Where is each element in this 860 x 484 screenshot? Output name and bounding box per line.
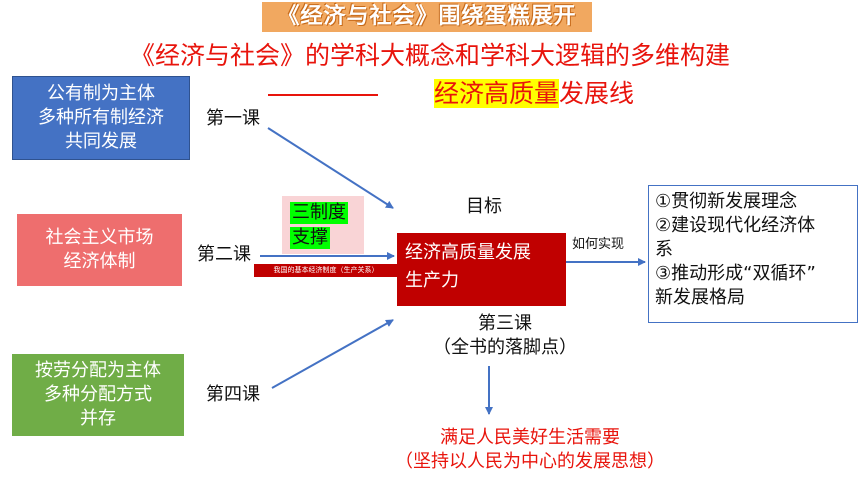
result-line-2: （坚持以人民为中心的发展思想） — [395, 451, 665, 472]
subtitle-rest: 发展线 — [559, 79, 635, 108]
market-economy-box: 社会主义市场 经济体制 — [17, 214, 182, 286]
implementation-line-3: 系 — [655, 239, 673, 260]
core-note: 第三课 （全书的落脚点） — [420, 312, 590, 360]
page-title: 《经济与社会》的学科大概念和学科大逻辑的多维构建 — [129, 41, 730, 70]
implementation-box: ①贯彻新发展理念 ②建设现代化经济体 系 ③推动形成“双循环” 新发展格局 — [648, 185, 858, 323]
ownership-line-1: 公有制为主体 — [47, 83, 155, 104]
result-text: 满足人民美好生活需要 （坚持以人民为中心的发展思想） — [330, 426, 730, 474]
title-banner: 《经济与社会》围绕蛋糕展开 — [262, 2, 592, 32]
how-to-label: 如何实现 — [572, 237, 625, 252]
implementation-line-1: ①贯彻新发展理念 — [655, 191, 798, 212]
lesson-2-label: 第二课 — [197, 244, 251, 265]
center-line-2: 生产力 — [405, 270, 459, 291]
implementation-line-4: ③推动形成“双循环” — [655, 263, 816, 284]
implementation-line-2: ②建设现代化经济体 — [655, 215, 816, 236]
ownership-line-3: 共同发展 — [65, 131, 137, 152]
lesson-4-label: 第四课 — [206, 384, 260, 405]
support-tag-2: 支撑 — [290, 227, 330, 249]
page-subtitle: 经济高质量发展线 — [268, 78, 635, 110]
arrow-lesson1 — [267, 127, 394, 209]
distribution-line-1: 按劳分配为主体 — [35, 360, 161, 381]
implementation-line-5: 新发展格局 — [655, 287, 745, 308]
market-line-1: 社会主义市场 — [45, 227, 154, 248]
result-line-1: 满足人民美好生活需要 — [440, 427, 620, 448]
target-label: 目标 — [466, 196, 502, 217]
market-line-2: 经济体制 — [63, 251, 136, 272]
subtitle-highlight: 经济高质量 — [434, 79, 560, 108]
distribution-line-2: 多种分配方式 — [44, 384, 152, 405]
ownership-box: 公有制为主体 多种所有制经济 共同发展 — [12, 76, 190, 160]
core-note-text: （全书的落脚点） — [433, 337, 577, 358]
lesson-1-label: 第一课 — [206, 108, 260, 129]
arrow-lesson4 — [271, 319, 394, 389]
subtitle-dash — [268, 94, 378, 96]
ownership-line-2: 多种所有制经济 — [38, 107, 164, 128]
lesson-3-label: 第三课 — [478, 313, 532, 334]
basic-system-strip: 我国的基本经济制度（生产关系） — [254, 264, 398, 277]
center-goal-box: 经济高质量发展 生产力 — [397, 233, 566, 306]
center-line-1: 经济高质量发展 — [405, 242, 531, 263]
support-panel: 三制度 支撑 — [282, 196, 364, 254]
support-tag-1: 三制度 — [290, 202, 348, 224]
distribution-box: 按劳分配为主体 多种分配方式 并存 — [12, 354, 184, 436]
distribution-line-3: 并存 — [80, 408, 116, 429]
